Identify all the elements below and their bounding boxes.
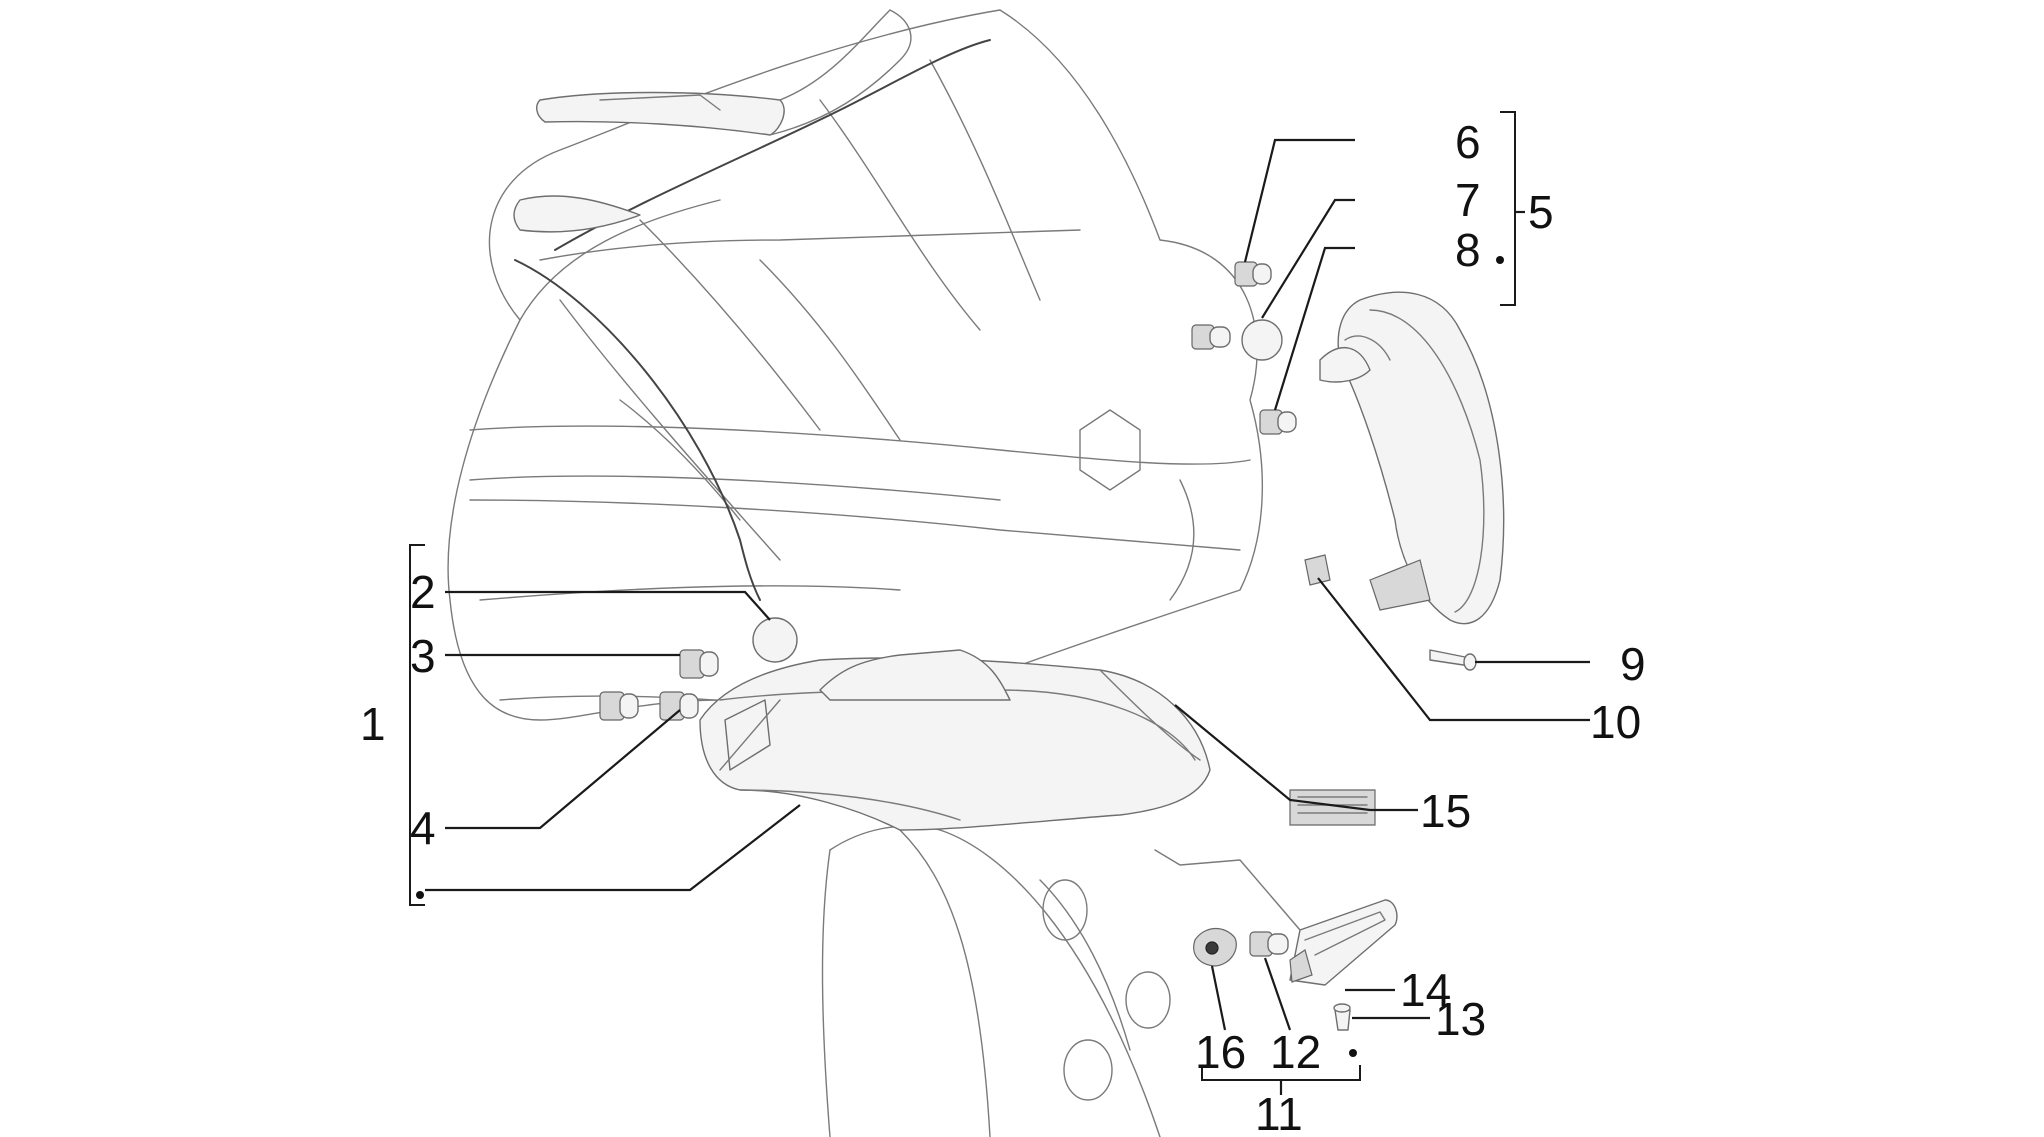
front-fender (821, 825, 1171, 1137)
headlight-bulbs (599, 617, 798, 721)
callout-3: 3 (410, 630, 436, 682)
callout-5: 5 (1528, 186, 1554, 238)
marker-dot-11 (1349, 1049, 1357, 1057)
taillight-bulbs (1191, 261, 1297, 435)
screw-9 (1429, 649, 1477, 671)
bulb-6 (1234, 261, 1272, 287)
callout-10: 10 (1590, 696, 1641, 748)
screw-13-14 (1333, 1003, 1351, 1031)
callout-12: 12 (1270, 1026, 1321, 1078)
clip-10 (1304, 554, 1331, 586)
callout-4: 4 (410, 802, 436, 854)
callout-13: 13 (1435, 993, 1486, 1045)
bulb-7 (1191, 319, 1283, 361)
callout-14: 14 (1400, 964, 1451, 1016)
callout-11: 11 (1255, 1088, 1303, 1137)
callout-7: 7 (1455, 174, 1481, 226)
callout-16: 16 (1195, 1026, 1246, 1078)
callout-1: 1 (360, 698, 386, 750)
marker-dot-5 (1496, 256, 1504, 264)
front-shield (447, 9, 1264, 721)
callout-9: 9 (1620, 638, 1646, 690)
callout-8: 8 (1455, 224, 1481, 276)
bulb-extra (599, 691, 639, 721)
taillight-assembly (1319, 291, 1505, 625)
callout-numbers: 1 2 3 4 5 6 7 8 9 10 11 12 13 14 15 16 (360, 116, 1646, 1137)
bulb-3 (679, 649, 719, 679)
reflector-15 (1289, 789, 1376, 826)
leader-lines (409, 111, 1590, 1095)
socket-16 (1193, 927, 1237, 967)
bulb-4 (659, 691, 699, 721)
bulb-8 (1259, 409, 1297, 435)
callout-6: 6 (1455, 116, 1481, 168)
headlight-assembly (699, 649, 1211, 831)
bulb-2 (752, 617, 798, 663)
windshield-bracket (513, 9, 912, 233)
callout-15: 15 (1420, 785, 1471, 837)
bulb-12 (1249, 931, 1289, 957)
marker-dot-1 (416, 891, 424, 899)
logo-hexagon (1079, 409, 1141, 491)
turn-signal-assembly (1154, 849, 1398, 1031)
callout-2: 2 (410, 566, 436, 618)
